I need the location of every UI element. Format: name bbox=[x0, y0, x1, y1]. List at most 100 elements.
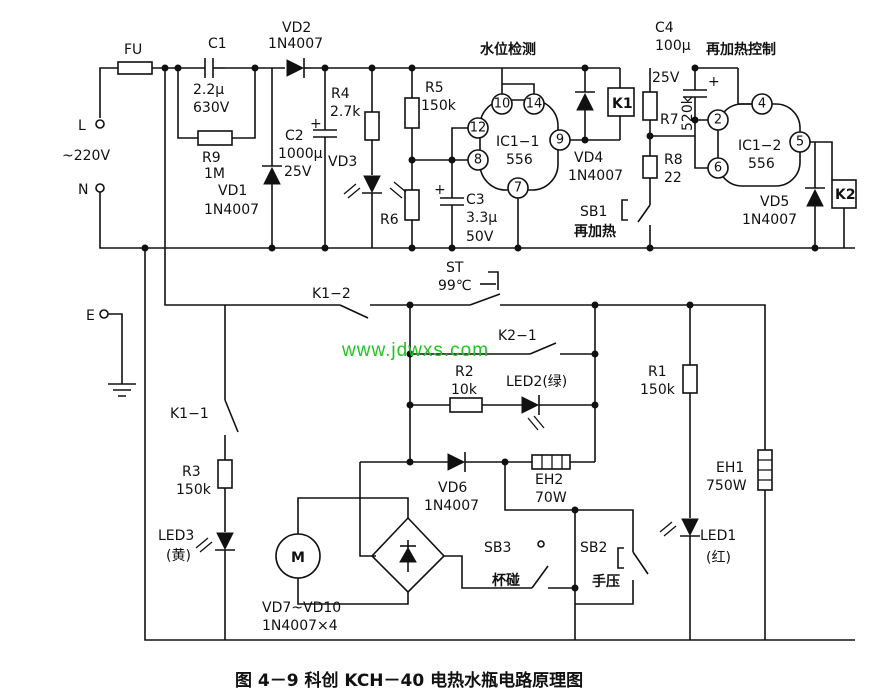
label-sb3: SB3 bbox=[484, 540, 511, 556]
label-reheat-ctrl: 再加热控制 bbox=[706, 41, 776, 58]
label-c1: C1 bbox=[208, 36, 227, 52]
label-eh1-val: 750W bbox=[706, 478, 747, 494]
label-r1: R1 bbox=[648, 364, 667, 380]
label-e: E bbox=[86, 308, 95, 324]
label-r8: R8 bbox=[664, 152, 683, 168]
pin-10: 10 bbox=[494, 97, 511, 112]
switch-k1-1 bbox=[224, 399, 239, 460]
label-water-level: 水位检测 bbox=[480, 41, 536, 58]
label-vd6: VD6 bbox=[438, 480, 467, 496]
resistor-r9 bbox=[177, 68, 256, 146]
pin-8: 8 bbox=[474, 153, 482, 168]
label-r5: R5 bbox=[425, 80, 444, 96]
label-vd1: VD1 bbox=[218, 183, 247, 199]
figure-caption: 图 4－9 科创 KCH－40 电热水瓶电路原理图 bbox=[235, 670, 583, 691]
label-r2: R2 bbox=[455, 364, 474, 380]
label-mains: ~220V bbox=[62, 148, 110, 164]
thermostat-st bbox=[469, 271, 690, 306]
diode-vd2 bbox=[286, 58, 311, 78]
label-fu: FU bbox=[124, 42, 142, 58]
diode-vd1 bbox=[262, 68, 282, 248]
capacitor-c2: + bbox=[310, 68, 337, 248]
label-r9: R9 bbox=[202, 150, 221, 166]
label-n: N bbox=[78, 182, 88, 198]
label-vd1-val: 1N4007 bbox=[204, 202, 259, 218]
svg-text:+: + bbox=[708, 74, 720, 90]
label-hand: 手压 bbox=[592, 573, 620, 590]
label-sb1: SB1 bbox=[580, 204, 607, 220]
label-r9-val: 1M bbox=[204, 166, 225, 182]
label-r4: R4 bbox=[331, 86, 350, 102]
labels: FU C1 2.2µ 630V R9 1M VD1 1N4007 VD2 1N4… bbox=[62, 20, 856, 634]
label-c3: C3 bbox=[466, 192, 485, 208]
relay-k2 bbox=[831, 179, 857, 248]
motor-label: M bbox=[291, 550, 305, 566]
resistor-r5 bbox=[404, 68, 420, 190]
label-ic1-1-val: 556 bbox=[506, 152, 533, 168]
label-c1-val2: 630V bbox=[193, 100, 230, 116]
diode-vd5 bbox=[805, 142, 825, 248]
ic1-2: 4 2 5 6 bbox=[707, 93, 811, 187]
label-st-val: 99℃ bbox=[438, 278, 472, 294]
resistor-r1 bbox=[682, 364, 698, 518]
label-r7: R7 bbox=[660, 112, 679, 128]
led-led2 bbox=[521, 395, 595, 431]
svg-text:+: + bbox=[310, 116, 322, 132]
label-vd7-10-val: 1N4007×4 bbox=[262, 618, 338, 634]
label-c4: C4 bbox=[655, 20, 674, 36]
label-sb2: SB2 bbox=[580, 540, 607, 556]
label-led1-color: (红) bbox=[706, 550, 731, 566]
label-vd2-val: 1N4007 bbox=[268, 36, 323, 52]
label-reheat: 再加热 bbox=[574, 223, 616, 240]
label-r8-val: 22 bbox=[664, 170, 682, 186]
terminal-n bbox=[95, 183, 105, 193]
switch-sb1 bbox=[621, 195, 651, 248]
label-c2-val1: 1000µ bbox=[278, 146, 323, 162]
resistor-r2 bbox=[410, 397, 522, 413]
watermark: www.jdwxs.com bbox=[341, 340, 489, 361]
label-k1: K1 bbox=[612, 96, 633, 112]
resistor-r3 bbox=[217, 459, 233, 532]
switch-sb3 bbox=[531, 540, 575, 589]
resistor-r4 bbox=[364, 68, 380, 175]
switch-k2-1 bbox=[410, 342, 595, 355]
label-ic1-2: IC1−2 bbox=[738, 138, 781, 154]
label-c3-val1: 3.3µ bbox=[466, 210, 497, 226]
label-r1-val: 150k bbox=[640, 382, 676, 398]
label-cup: 杯碰 bbox=[492, 572, 520, 589]
pin-9: 9 bbox=[556, 133, 564, 148]
led-led3 bbox=[195, 532, 235, 640]
label-led3: LED3 bbox=[158, 528, 194, 544]
switch-k1-2 bbox=[339, 304, 410, 319]
label-k1-2: K1−2 bbox=[312, 286, 351, 302]
motor-m: M bbox=[275, 497, 409, 605]
label-c2-val2: 25V bbox=[284, 164, 312, 180]
pin-2: 2 bbox=[714, 113, 722, 128]
pin-7: 7 bbox=[514, 181, 522, 196]
label-vd2: VD2 bbox=[282, 20, 311, 36]
pin-14: 14 bbox=[526, 97, 543, 112]
label-r2-val: 10k bbox=[451, 382, 478, 398]
label-c2: C2 bbox=[285, 128, 304, 144]
pin-12: 12 bbox=[470, 121, 487, 136]
label-vd6-val: 1N4007 bbox=[424, 498, 479, 514]
label-l: L bbox=[78, 118, 86, 134]
bridge-vd7-vd10 bbox=[370, 516, 532, 594]
resistor-r6 bbox=[389, 181, 420, 248]
label-eh2: EH2 bbox=[535, 472, 563, 488]
label-vd3: VD3 bbox=[328, 154, 357, 170]
label-k1-1: K1−1 bbox=[170, 406, 209, 422]
fuse-fu bbox=[117, 61, 153, 75]
label-led2: LED2(绿) bbox=[506, 374, 567, 390]
ground-e bbox=[99, 309, 136, 397]
label-ic1-2-val: 556 bbox=[748, 156, 775, 172]
label-vd4: VD4 bbox=[574, 150, 603, 166]
label-c3-val2: 50V bbox=[466, 229, 494, 245]
resistor-r8 bbox=[642, 155, 658, 195]
label-vd7-10: VD7~VD10 bbox=[262, 600, 341, 616]
label-r6: R6 bbox=[380, 212, 399, 228]
capacitor-c1 bbox=[204, 58, 225, 78]
led-led1 bbox=[659, 518, 700, 640]
